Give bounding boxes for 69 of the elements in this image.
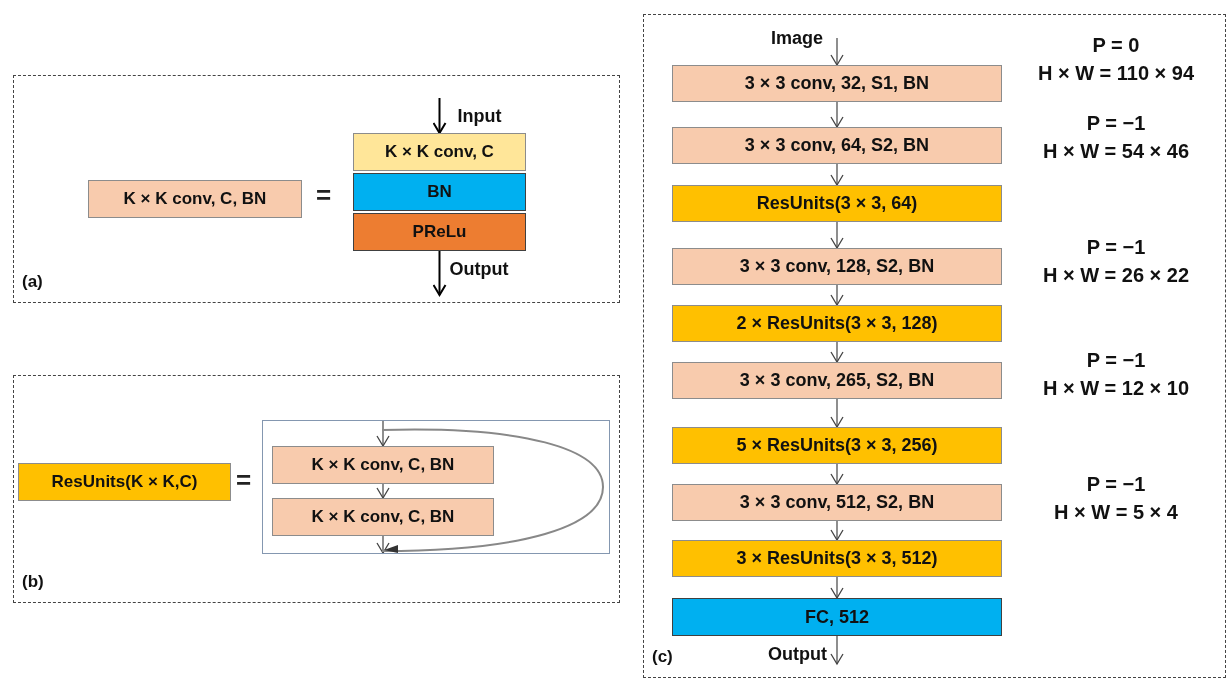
panel-label: (a) xyxy=(22,272,43,292)
edge-label: Image xyxy=(770,28,823,49)
layer-label: 3 × 3 conv, 64, S2, BN xyxy=(744,135,930,156)
arrow xyxy=(830,635,844,665)
layer-label: PReLu xyxy=(412,222,467,242)
layer-box xyxy=(672,540,1002,577)
panel-frame xyxy=(643,14,1226,678)
layer-box xyxy=(672,598,1002,636)
layer-label: K × K conv, C, BN xyxy=(311,455,455,475)
arrow xyxy=(830,163,844,186)
arrow xyxy=(830,520,844,541)
size-annotation: P = −1 xyxy=(1086,235,1146,260)
layer-label: 3 × ResUnits(3 × 3, 512) xyxy=(736,548,938,569)
arrow xyxy=(830,37,844,66)
layer-box xyxy=(272,446,494,484)
panel-label: (c) xyxy=(652,647,673,667)
arrow xyxy=(830,221,844,249)
layer-label: 3 × 3 conv, 128, S2, BN xyxy=(739,256,935,277)
layer-label: K × K conv, C, BN xyxy=(311,507,455,527)
arrow xyxy=(432,97,447,134)
layer-box xyxy=(353,133,526,171)
edge-label: Output xyxy=(449,259,509,280)
edge-label: Input xyxy=(457,106,502,127)
layer-label: K × K conv, C, BN xyxy=(123,189,267,209)
layer-box xyxy=(672,305,1002,342)
layer-label: ResUnits(K × K,C) xyxy=(51,472,198,492)
layer-label: 3 × 3 conv, 32, S1, BN xyxy=(744,73,930,94)
layer-label: 5 × ResUnits(3 × 3, 256) xyxy=(736,435,938,456)
arrow xyxy=(830,463,844,485)
arrow xyxy=(376,420,390,447)
size-annotation: H × W = 26 × 22 xyxy=(1042,263,1190,288)
layer-box xyxy=(353,173,526,211)
size-annotation: P = −1 xyxy=(1086,348,1146,373)
layer-box xyxy=(353,213,526,251)
layer-label: 2 × ResUnits(3 × 3, 128) xyxy=(736,313,938,334)
layer-label: 3 × 3 conv, 265, S2, BN xyxy=(739,370,935,391)
layer-box xyxy=(672,427,1002,464)
skip-connection-arrow xyxy=(381,428,604,553)
size-annotation: H × W = 110 × 94 xyxy=(1037,61,1195,86)
edge-label: Output xyxy=(768,644,827,665)
arrow xyxy=(830,398,844,428)
panel-label: (b) xyxy=(22,572,44,592)
arrow xyxy=(830,101,844,128)
size-annotation: P = −1 xyxy=(1086,111,1146,136)
layer-box xyxy=(88,180,302,218)
size-annotation: P = −1 xyxy=(1086,472,1146,497)
size-annotation: H × W = 54 × 46 xyxy=(1042,139,1190,164)
layer-box xyxy=(18,463,231,501)
equals-sign: = xyxy=(316,180,332,211)
layer-label: K × K conv, C xyxy=(385,142,494,162)
arrow xyxy=(830,576,844,599)
arrow xyxy=(830,284,844,306)
panel-frame xyxy=(13,375,620,603)
arrow xyxy=(432,250,447,296)
size-annotation: H × W = 5 × 4 xyxy=(1054,500,1178,525)
arrow xyxy=(376,535,390,554)
equals-sign: = xyxy=(236,465,252,496)
size-annotation: P = 0 xyxy=(1092,33,1140,58)
panel-frame xyxy=(13,75,620,303)
group-frame xyxy=(262,420,610,554)
layer-label: FC, 512 xyxy=(805,606,869,628)
layer-label: ResUnits(3 × 3, 64) xyxy=(756,193,918,214)
size-annotation: H × W = 12 × 10 xyxy=(1042,376,1190,401)
layer-label: BN xyxy=(427,182,452,202)
layer-box xyxy=(272,498,494,536)
layer-box xyxy=(672,185,1002,222)
layer-label: 3 × 3 conv, 512, S2, BN xyxy=(739,492,935,513)
arrow xyxy=(376,483,390,499)
arrow xyxy=(830,341,844,363)
